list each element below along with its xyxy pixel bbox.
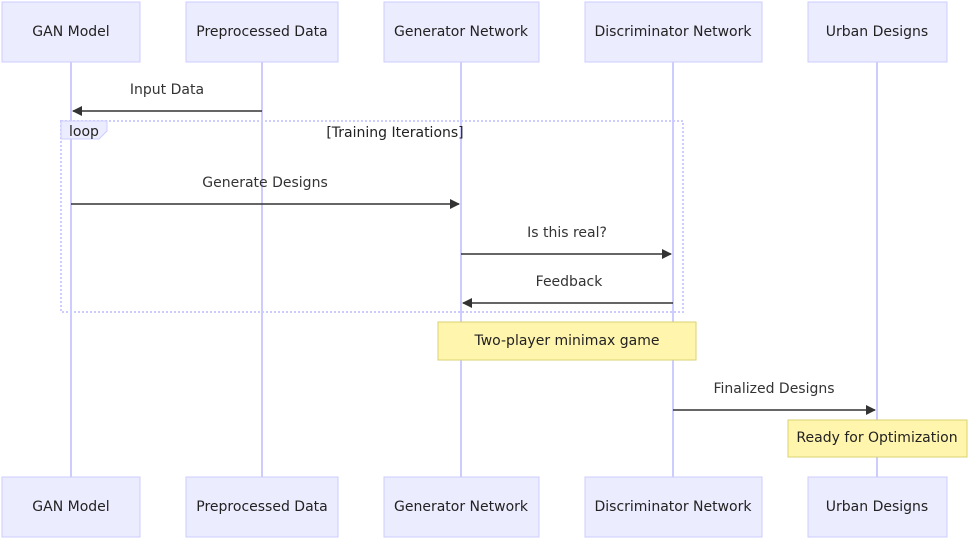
- actor-top-urban-designs: Urban Designs: [807, 1, 948, 63]
- message-is-this-real: Is this real?: [461, 225, 672, 259]
- message-feedback: Feedback: [462, 274, 673, 308]
- actor-top-gan-model: GAN Model: [1, 1, 141, 63]
- actor-label: Generator Network: [394, 24, 529, 40]
- message-input-data: Input Data: [72, 82, 262, 116]
- actor-label: GAN Model: [32, 499, 109, 515]
- actor-top-preprocessed-data: Preprocessed Data: [185, 1, 339, 63]
- actor-label: Urban Designs: [826, 24, 928, 40]
- actor-bottom-gan-model: GAN Model: [1, 476, 141, 538]
- message-finalized-designs: Finalized Designs: [673, 381, 876, 415]
- note-label: Two-player minimax game: [474, 333, 660, 349]
- actor-bottom-urban-designs: Urban Designs: [807, 476, 948, 538]
- loop-condition: [Training Iterations]: [326, 125, 463, 141]
- note-minimax: Two-player minimax game: [437, 321, 697, 361]
- note-label: Ready for Optimization: [796, 430, 957, 446]
- actor-label: Preprocessed Data: [196, 499, 327, 515]
- actor-label: Discriminator Network: [594, 499, 752, 515]
- message-label: Finalized Designs: [713, 381, 834, 397]
- actor-label: GAN Model: [32, 24, 109, 40]
- actor-bottom-preprocessed-data: Preprocessed Data: [185, 476, 339, 538]
- loop-border: [60, 120, 684, 313]
- actor-top-generator-network: Generator Network: [383, 1, 540, 63]
- message-label: Is this real?: [527, 225, 607, 241]
- actor-bottom-generator-network: Generator Network: [383, 476, 540, 538]
- message-label: Feedback: [536, 274, 604, 290]
- actor-label: Generator Network: [394, 499, 529, 515]
- message-generate-designs: Generate Designs: [71, 175, 460, 209]
- loop-frame: loop [Training Iterations]: [60, 120, 684, 313]
- note-ready-for-optimization: Ready for Optimization: [787, 419, 968, 458]
- message-label: Generate Designs: [202, 175, 327, 191]
- actor-label: Discriminator Network: [594, 24, 752, 40]
- loop-keyword: loop: [69, 124, 99, 140]
- actor-label: Preprocessed Data: [196, 24, 327, 40]
- loop-tab: [60, 120, 108, 140]
- actor-bottom-discriminator-network: Discriminator Network: [584, 476, 763, 538]
- message-label: Input Data: [130, 82, 204, 98]
- actor-label: Urban Designs: [826, 499, 928, 515]
- actor-top-discriminator-network: Discriminator Network: [584, 1, 763, 63]
